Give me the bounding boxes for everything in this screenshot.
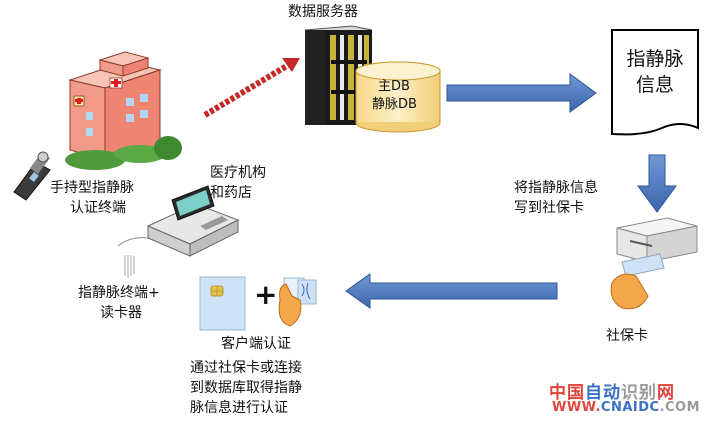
hospital-icon xyxy=(65,51,182,170)
handheld-line-1: 手持型指静脉 xyxy=(50,180,134,196)
desktop-terminal-icon xyxy=(146,185,240,257)
db-vein-label: 静脉DB xyxy=(372,97,417,112)
finger-scan-icon xyxy=(278,277,317,327)
wm-part-3: 识别 xyxy=(621,383,657,403)
vein-info-doc-label: 指静脉 信息 xyxy=(612,46,698,98)
terminal-reader-label: 指静脉终端+ 读卡器 xyxy=(78,283,160,323)
upload-arrow xyxy=(203,58,300,118)
wm-url-3: .COM xyxy=(659,400,701,415)
write-card-line-2: 写到社保卡 xyxy=(514,200,584,216)
hospital-line-1: 医疗机构 xyxy=(210,165,266,181)
arrow-to-vein-info xyxy=(446,73,597,113)
arrow-down-to-writer xyxy=(637,154,677,213)
vein-info-line-2: 信息 xyxy=(635,74,674,96)
handheld-label: 手持型指静脉 认证终端 xyxy=(50,178,134,218)
write-card-label: 将指静脉信息 写到社保卡 xyxy=(514,178,598,218)
social-card-hand-icon xyxy=(610,253,665,310)
client-auth-label: 客户端认证 xyxy=(221,336,291,352)
card-reader-icon xyxy=(117,237,149,278)
watermark-cn: 中国自动识别网 xyxy=(549,378,675,403)
wm-url-1: WWW. xyxy=(552,400,601,415)
hospital-label: 医疗机构 和药店 xyxy=(210,163,266,203)
vein-info-line-1: 指静脉 xyxy=(626,48,684,70)
client-desc-line-2: 到数据库取得指静 xyxy=(190,380,302,396)
wm-url-2: CNAIDC xyxy=(600,400,660,415)
hospital-line-2: 和药店 xyxy=(210,185,252,201)
watermark-url: WWW.CNAIDC.COM xyxy=(552,400,700,415)
document-icon xyxy=(611,29,699,136)
wm-part-4: 网 xyxy=(657,383,675,403)
client-desc-label: 通过社保卡或连接 到数据库取得指静 脉信息进行认证 xyxy=(190,358,302,418)
data-server-label: 数据服务器 xyxy=(288,4,358,20)
wm-part-2: 自动 xyxy=(585,383,621,403)
arrow-to-client xyxy=(345,273,558,309)
client-desc-line-3: 脉信息进行认证 xyxy=(190,400,288,416)
terminal-reader-line-2: 读卡器 xyxy=(100,305,142,321)
client-card-icon xyxy=(199,276,246,331)
db-main-label: 主DB xyxy=(378,79,410,94)
handheld-line-2: 认证终端 xyxy=(70,200,126,216)
terminal-reader-line-1: 指静脉终端+ xyxy=(78,285,160,301)
database-icon xyxy=(355,61,441,133)
handheld-terminal-icon xyxy=(13,151,51,201)
wm-part-1: 中国 xyxy=(549,383,585,403)
plus-sign: + xyxy=(254,278,278,311)
card-writer-icon xyxy=(616,217,698,263)
social-card-label: 社保卡 xyxy=(606,328,648,344)
write-card-line-1: 将指静脉信息 xyxy=(514,180,598,196)
client-desc-line-1: 通过社保卡或连接 xyxy=(190,360,302,376)
